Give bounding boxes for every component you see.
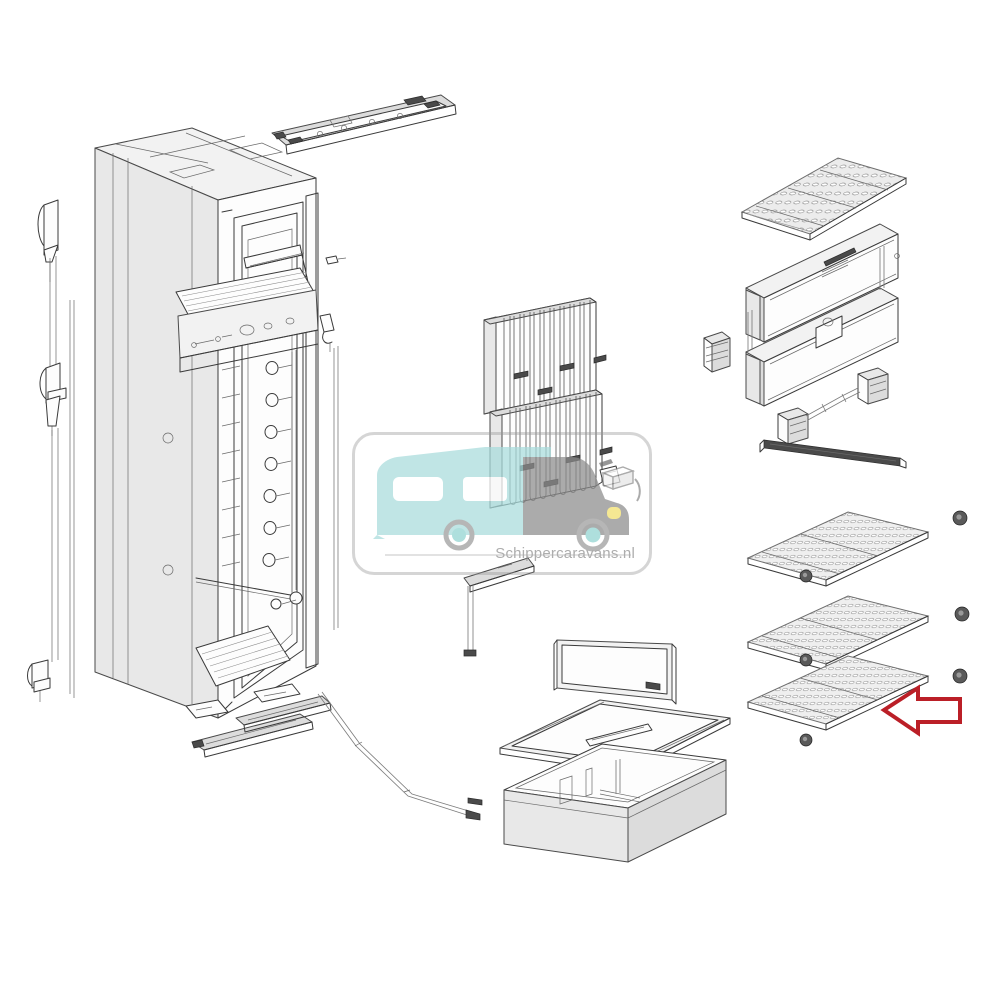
part-door-hinge-mid <box>39 362 67 436</box>
part-evaporator-panel-lower <box>489 389 613 509</box>
part-door-hinge-lower <box>27 659 51 702</box>
part-shelf-stop-knobs <box>952 510 970 684</box>
part-cabinet-body <box>94 127 319 719</box>
part-shelf-support-pegs <box>221 350 297 592</box>
part-fastener-screw <box>325 255 347 265</box>
part-top-mounting-rail <box>271 94 457 155</box>
part-bin-side-clip <box>467 797 483 806</box>
part-crisper-bin <box>503 743 727 863</box>
part-control-panel-strip <box>177 289 319 373</box>
cabinet-inner-grille-lower <box>195 625 291 687</box>
part-wire-shelf-mid <box>746 511 930 587</box>
part-drain-tube <box>317 691 481 821</box>
part-latch-block <box>703 331 731 373</box>
part-small-clip-center <box>599 465 621 487</box>
part-door-rack-upper <box>745 223 900 343</box>
part-crisper-front-panel <box>553 639 677 705</box>
part-wire-shelf-lower <box>746 595 930 671</box>
part-bracket-small-right <box>319 313 335 352</box>
part-door-rack-lower <box>745 246 899 407</box>
part-wire-shelf-top <box>740 157 908 241</box>
part-evaporator-drain-arm <box>463 557 535 657</box>
part-wire-shelf-bottom <box>746 655 930 747</box>
part-door-hinge-upper <box>37 199 59 282</box>
red-callout-arrow <box>880 684 962 737</box>
part-door-hinges <box>27 199 75 702</box>
part-connector-clip-pair <box>777 367 889 445</box>
part-thin-retainer-bar <box>759 439 907 469</box>
